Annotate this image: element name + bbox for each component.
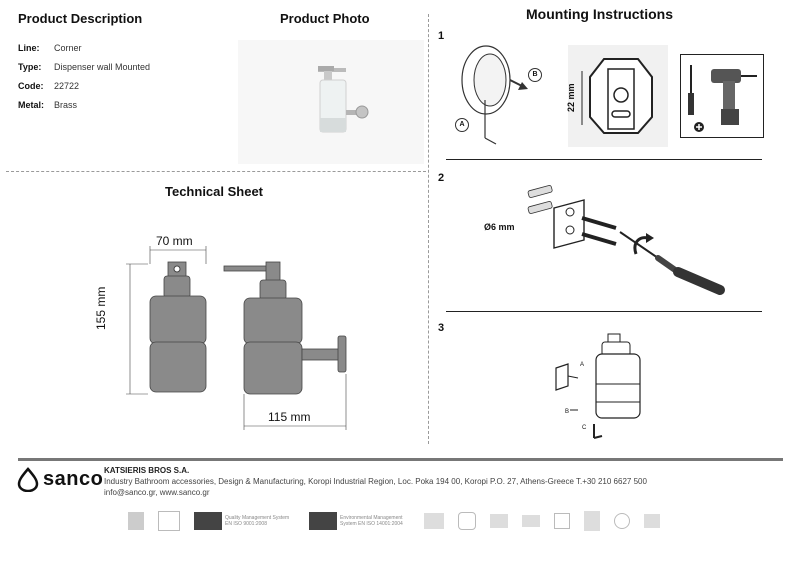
- step-number-2: 2: [438, 172, 445, 184]
- sanco-logo: sanco: [16, 466, 103, 492]
- dimension-height: 155 mm: [94, 286, 108, 330]
- spec-code: Code: 22722: [18, 81, 218, 91]
- award-icon: [424, 513, 444, 529]
- dimension-6mm: Ø6 mm: [484, 222, 515, 232]
- iso14001-text: Environmental Management System EN ISO 1…: [340, 515, 403, 527]
- spec-label: Line:: [18, 43, 40, 53]
- eu-flag-icon: [309, 512, 337, 530]
- feature-icon: [522, 515, 540, 527]
- step1-wallplate-diagram: [450, 40, 560, 150]
- step-divider: [446, 311, 762, 312]
- certificate-icon: [128, 512, 144, 530]
- feature-icon: [614, 513, 630, 529]
- step3-assembly-diagram: [548, 324, 658, 446]
- spec-label: Metal:: [18, 100, 45, 110]
- callout-a: A: [455, 118, 469, 132]
- product-photo-title: Product Photo: [280, 11, 370, 26]
- section-divider: [6, 171, 426, 172]
- technical-drawing: [118, 218, 388, 438]
- step-number-3: 3: [438, 322, 445, 334]
- step3-label-c: C: [582, 425, 587, 431]
- mounting-instructions-title: Mounting Instructions: [526, 6, 673, 22]
- dimension-width: 70 mm: [156, 234, 193, 248]
- spec-line: Line: Corner: [18, 43, 218, 53]
- spec-value: Corner: [54, 43, 82, 53]
- iso14001-badge: Environmental Management System EN ISO 1…: [309, 512, 410, 530]
- callout-b: B: [528, 68, 542, 82]
- step-divider: [446, 159, 762, 160]
- spec-list: Line: Corner Type: Dispenser wall Mounte…: [18, 43, 218, 110]
- spec-value: Dispenser wall Mounted: [54, 62, 151, 72]
- iso9001-text: Quality Management System EN ISO 9001:20…: [225, 515, 290, 527]
- company-name: KATSIERIS BROS S.A.: [104, 466, 190, 475]
- step3-label-b: B: [565, 409, 570, 415]
- spec-metal: Metal: Brass: [18, 100, 218, 110]
- tools-box: [680, 54, 764, 138]
- spec-type: Type: Dispenser wall Mounted: [18, 62, 218, 72]
- company-address: Industry Bathroom accessories, Design & …: [104, 477, 647, 486]
- feature-icon: [584, 511, 600, 531]
- technical-sheet-title: Technical Sheet: [165, 184, 264, 199]
- sanco-mark-icon: [17, 467, 39, 492]
- step-number-1: 1: [438, 30, 445, 42]
- iso9001-badge: Quality Management System EN ISO 9001:20…: [194, 512, 295, 530]
- step1-bracket-diagram: [568, 45, 668, 147]
- spec-label: Type:: [18, 62, 42, 72]
- warranty-icon: [458, 512, 476, 530]
- feature-icon: [554, 513, 570, 529]
- certification-strip: Quality Management System EN ISO 9001:20…: [128, 508, 708, 534]
- spec-value: Brass: [54, 100, 78, 110]
- company-contact: info@sanco.gr, www.sanco.gr: [104, 488, 210, 497]
- spec-label: Code:: [18, 81, 44, 91]
- brand-name: sanco: [43, 467, 104, 490]
- feature-icon: [644, 514, 660, 528]
- dispenser-photo-image: [318, 66, 369, 133]
- dimension-22mm: 22 mm: [566, 83, 576, 112]
- step3-label-a: A: [580, 362, 585, 368]
- quality-badge-icon: [158, 511, 180, 531]
- spec-value: 22722: [54, 81, 80, 91]
- step2-screw-diagram: [508, 178, 758, 306]
- product-photo: [238, 40, 424, 164]
- eu-flag-icon: [194, 512, 222, 530]
- column-divider: [428, 14, 429, 444]
- feature-icon: [490, 514, 508, 528]
- footer-rule: [18, 458, 783, 461]
- company-info: KATSIERIS BROS S.A. Industry Bathroom ac…: [104, 465, 664, 498]
- dimension-depth: 115 mm: [268, 410, 311, 424]
- product-description-title: Product Description: [18, 11, 143, 26]
